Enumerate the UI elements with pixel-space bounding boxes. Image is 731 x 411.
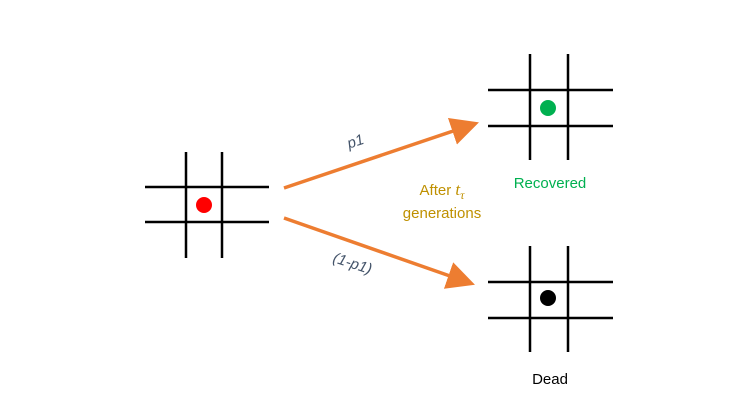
label-after-t-tau: After tτ — [420, 180, 466, 202]
label-p1: p1 — [344, 131, 366, 153]
label-after-prefix: After — [420, 182, 456, 199]
label-tau-subscript: τ — [460, 188, 465, 202]
grid-recovered — [488, 54, 613, 160]
infected-cell-dot — [196, 197, 212, 213]
label-generations: generations — [403, 205, 481, 222]
label-recovered: Recovered — [514, 175, 587, 192]
grid-infected — [145, 152, 269, 258]
arrow-to-dead — [283, 216, 475, 289]
arrow-to-recovered — [283, 117, 479, 190]
grid-dead — [488, 246, 613, 352]
dead-cell-dot — [540, 290, 556, 306]
label-one-minus-p1: (1-p1) — [331, 249, 374, 278]
label-t-symbol: t — [455, 180, 461, 199]
label-dead: Dead — [532, 371, 568, 388]
recovered-cell-dot — [540, 100, 556, 116]
